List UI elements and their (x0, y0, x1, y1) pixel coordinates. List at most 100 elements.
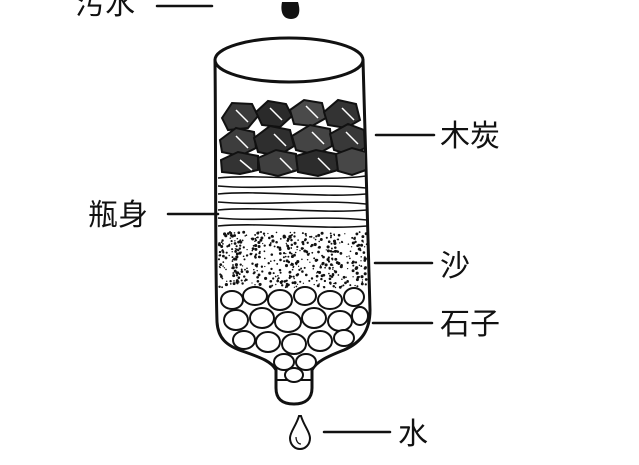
leader-lines (155, 4, 436, 434)
sand-grain (308, 279, 311, 282)
sand-grain (337, 233, 341, 237)
sand-grain (276, 246, 280, 249)
sand-grain (302, 247, 305, 250)
sand-grain (354, 251, 359, 256)
sand-grain (231, 251, 233, 253)
sand-grain (352, 276, 354, 278)
sand-grain (309, 235, 311, 238)
sand-grain (346, 267, 349, 270)
sand-grain (257, 273, 261, 277)
sand-grain (231, 248, 234, 251)
sand-grain (315, 274, 319, 278)
sand-grain (313, 257, 316, 260)
sand-grain (352, 264, 355, 267)
sand-grain (333, 249, 337, 253)
sand-grain (297, 283, 299, 285)
sand-grain (363, 272, 367, 276)
sand-grain (337, 238, 340, 241)
sand-grain (286, 244, 288, 246)
sand-grain (324, 263, 328, 267)
sand-grain (251, 237, 255, 241)
sand-grain (357, 247, 361, 251)
sand-grain (360, 282, 364, 286)
sand-grain (332, 239, 337, 243)
sand-grain (243, 258, 246, 261)
label-dirty-water: 污水 (75, 0, 135, 22)
sand-grain (312, 267, 315, 270)
sand-grain (254, 256, 257, 259)
sand-grain (272, 272, 275, 275)
sand-grain (274, 275, 277, 278)
sand-grain (242, 255, 245, 258)
sand-grain (279, 238, 282, 240)
sand-grain (334, 282, 337, 285)
sand-grain (336, 250, 340, 254)
sand-grain (360, 243, 364, 247)
sand-grain (290, 262, 294, 266)
sand-grain (263, 257, 266, 260)
sand-grain (284, 255, 287, 258)
sand-grain (294, 251, 297, 254)
sand-grain (281, 284, 284, 287)
sand-grain (305, 274, 307, 277)
sand-grain (229, 280, 232, 283)
sand-grain (333, 282, 335, 285)
sand-grain (251, 282, 253, 284)
sand-grain (220, 275, 223, 278)
sand-grain (245, 270, 249, 274)
sand-grain (253, 271, 256, 274)
sand-grain (238, 247, 242, 250)
dirty-water-drop (281, 2, 300, 19)
sand-grain (277, 277, 280, 280)
sand-grain (241, 239, 244, 242)
sand-grain (292, 265, 295, 268)
sand-grain (304, 232, 307, 236)
sand-grain (319, 238, 323, 241)
sand-grain (335, 261, 339, 265)
sand-grain (349, 284, 352, 287)
sand-grain (287, 246, 291, 250)
sand-grain (270, 267, 273, 271)
sand-grain (232, 282, 236, 286)
sand-grain (325, 249, 327, 251)
sand-grain (358, 231, 361, 234)
sand-grain (234, 250, 237, 253)
sand-grain (231, 260, 234, 262)
sand-grain (334, 286, 337, 289)
sand-grain (315, 235, 318, 238)
sand-grain (246, 267, 248, 270)
sand-grain (262, 242, 264, 245)
sand-grain (293, 277, 295, 280)
sand-grain (267, 262, 270, 265)
sand-grain (230, 240, 233, 243)
sand-grain (235, 255, 239, 259)
sand-grain (254, 283, 256, 286)
sand-grain (242, 230, 246, 234)
sand-grain (276, 279, 280, 283)
sand-grain (328, 281, 332, 285)
sand-grain (296, 248, 298, 251)
sand-grain (291, 281, 295, 285)
sand-grain (271, 284, 274, 287)
sand-grain (225, 251, 228, 254)
sand-grain (296, 245, 299, 248)
sand-grain (346, 261, 349, 264)
sand-grain (217, 258, 221, 261)
sand-grain (354, 261, 358, 264)
sand-grain (312, 264, 315, 268)
sand-grain (331, 257, 334, 260)
sand-grain (293, 281, 297, 285)
sand-grain (333, 241, 337, 245)
sand-grain (236, 282, 239, 285)
sand-grain (240, 270, 244, 273)
sand-grain (289, 231, 292, 234)
sand-grain (262, 232, 266, 235)
sand-grain (237, 231, 241, 235)
sand-grain (254, 243, 258, 248)
sand-grain (230, 243, 233, 245)
sand-grain (363, 259, 367, 262)
sand-grain (330, 242, 333, 245)
sand-grain (364, 283, 367, 286)
sand-grain (219, 263, 223, 267)
sand-grain (295, 273, 299, 277)
